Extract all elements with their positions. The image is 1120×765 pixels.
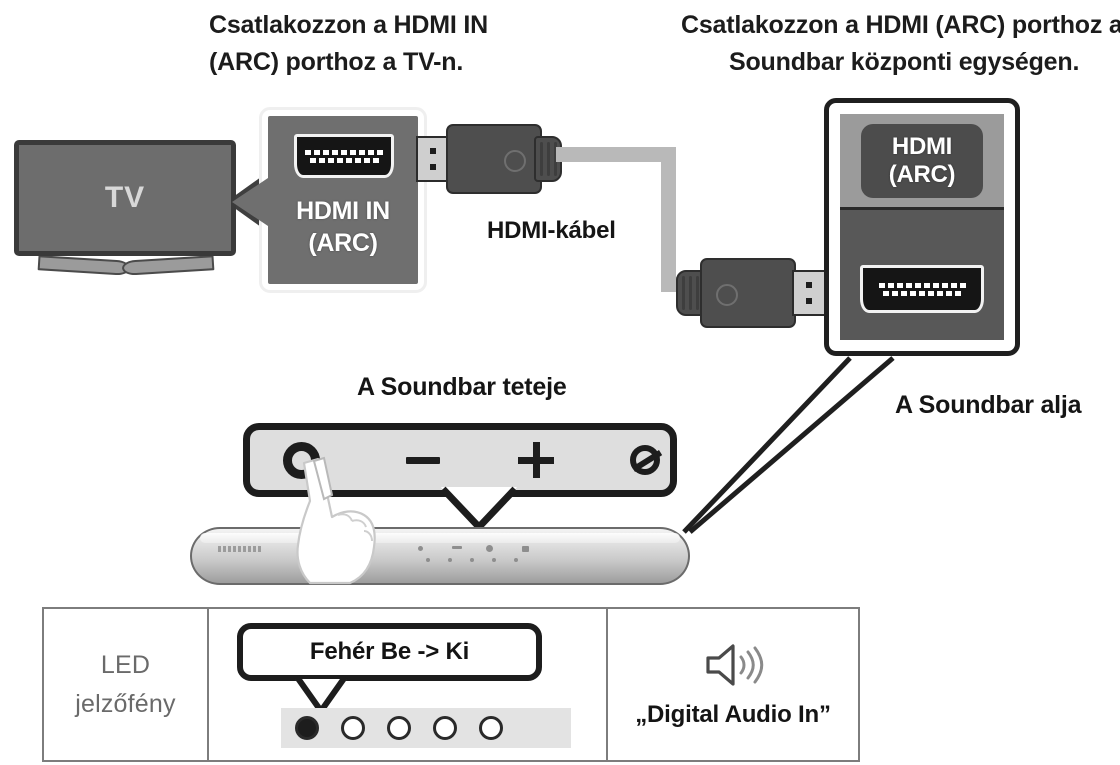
soundbar-control-dots bbox=[418, 545, 558, 568]
strain-rib bbox=[682, 276, 685, 310]
hdmi-connector-right bbox=[676, 258, 828, 328]
mute-button[interactable] bbox=[630, 445, 660, 475]
left-heading-line2: (ARC) porthoz a TV-n. bbox=[209, 48, 464, 76]
hdmi-connector-left-tip bbox=[416, 136, 450, 182]
soundbar-hdmi-callout: HDMI (ARC) bbox=[824, 98, 1020, 356]
led-strip bbox=[281, 708, 571, 748]
soundbar-port-panel bbox=[840, 207, 1004, 340]
tv-callout-label-line1: HDMI IN bbox=[296, 197, 390, 225]
hdmi-connector-left bbox=[416, 124, 562, 194]
tv-stand-left bbox=[37, 255, 131, 276]
left-heading-line1: Csatlakozzon a HDMI IN bbox=[209, 11, 488, 39]
hdmi-port-icon bbox=[860, 265, 984, 313]
soundbar-bottom-caption: A Soundbar alja bbox=[895, 391, 1082, 419]
soundbar-plate-line2: (ARC) bbox=[888, 161, 956, 188]
led-state-text: Fehér Be -> Ki bbox=[309, 638, 470, 665]
speaker-icon bbox=[706, 643, 764, 686]
volume-up-button[interactable] bbox=[518, 442, 554, 478]
soundbar-top-caption: A Soundbar teteje bbox=[357, 373, 567, 401]
hdmi-connector-right-ring bbox=[716, 284, 738, 306]
table-cell-led-state: Fehér Be -> Ki bbox=[209, 609, 608, 760]
tv-stand-right bbox=[121, 255, 215, 276]
list-item bbox=[433, 716, 457, 740]
right-heading-line1: Csatlakozzon a HDMI (ARC) porthoz a bbox=[681, 11, 1120, 39]
list-item bbox=[341, 716, 365, 740]
soundbar-plate-line1: HDMI bbox=[891, 133, 953, 160]
tv-callout-label-line2: (ARC) bbox=[308, 229, 378, 257]
strain-rib bbox=[540, 142, 543, 176]
hdmi-connector-right-body bbox=[700, 258, 796, 328]
tv-callout-pointer bbox=[232, 178, 268, 226]
right-heading-line2: Soundbar központi egységen. bbox=[729, 48, 1080, 76]
strain-rib bbox=[696, 276, 699, 310]
hdmi-pin-row-top bbox=[305, 149, 383, 155]
soundbar-callout-inner: HDMI (ARC) bbox=[836, 110, 1008, 344]
audio-mode-caption: „Digital Audio In” bbox=[635, 700, 831, 728]
hdmi-pin-row-bottom bbox=[883, 290, 961, 296]
tv-screen-label: TV bbox=[104, 181, 146, 214]
volume-down-button[interactable] bbox=[406, 456, 440, 464]
led-indicator-table: LED jelzőfény Fehér Be -> Ki bbox=[42, 607, 860, 762]
hdmi-pin-row-bottom bbox=[309, 157, 379, 163]
cable-segment-vertical bbox=[661, 147, 676, 292]
tv-body bbox=[14, 140, 236, 256]
strain-rib bbox=[547, 142, 550, 176]
hdmi-port-icon bbox=[294, 134, 394, 178]
strain-rib bbox=[554, 142, 557, 176]
led-state-bubble: Fehér Be -> Ki bbox=[237, 623, 542, 681]
pointing-hand-icon bbox=[296, 456, 376, 585]
hdmi-pin-row-top bbox=[878, 282, 966, 288]
led-label-line2: jelzőfény bbox=[75, 689, 176, 718]
hdmi-connector-right-tip bbox=[792, 270, 826, 316]
list-item bbox=[295, 716, 319, 740]
cable-label: HDMI-kábel bbox=[487, 217, 616, 244]
list-item bbox=[479, 716, 503, 740]
soundbar-highlight bbox=[200, 533, 680, 543]
strain-rib bbox=[689, 276, 692, 310]
tv-hdmi-callout: HDMI IN (ARC) bbox=[259, 107, 427, 293]
table-cell-led-label: LED jelzőfény bbox=[44, 609, 209, 760]
hdmi-connector-left-body bbox=[446, 124, 542, 194]
control-panel-pointer bbox=[440, 486, 518, 533]
table-cell-audio-mode: „Digital Audio In” bbox=[608, 609, 858, 760]
led-label-line1: LED bbox=[100, 650, 151, 679]
list-item bbox=[387, 716, 411, 740]
soundbar-callout-pointer bbox=[682, 356, 895, 534]
soundbar-logo bbox=[218, 546, 262, 552]
soundbar-hdmi-plate: HDMI (ARC) bbox=[861, 124, 983, 198]
cable-segment-top bbox=[556, 147, 676, 162]
hdmi-connector-left-ring bbox=[504, 150, 526, 172]
